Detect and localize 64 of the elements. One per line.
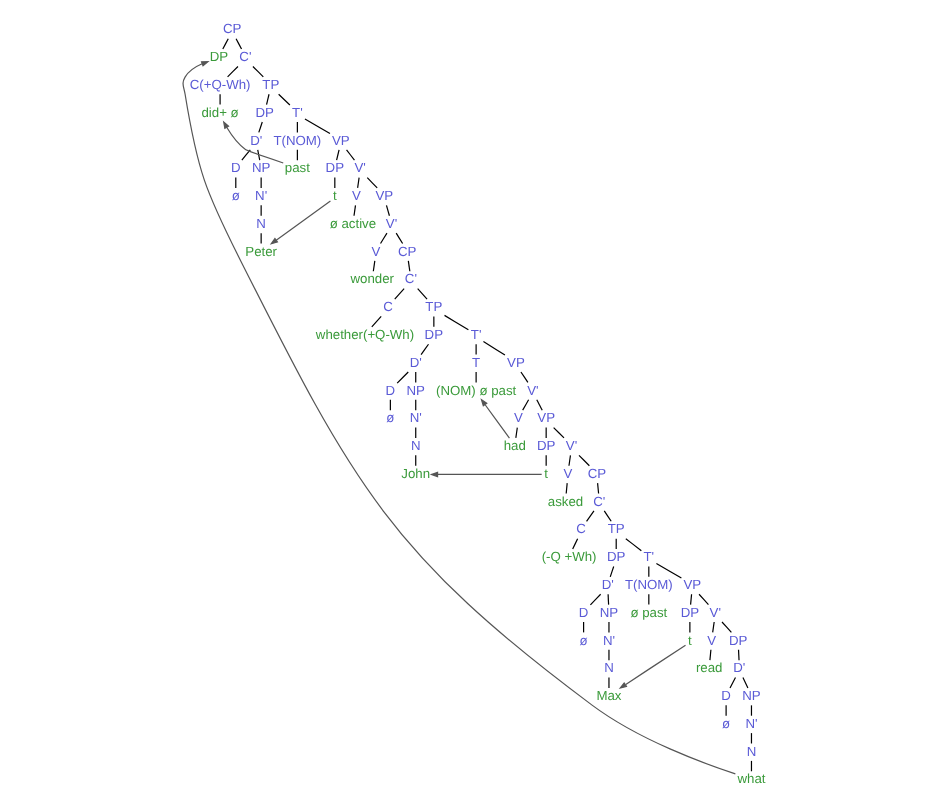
connector [481,340,505,356]
connector [335,149,339,161]
connector [564,482,567,495]
connector [352,204,356,217]
connector [442,314,468,331]
connector [571,538,578,550]
connector [708,649,711,661]
connector [521,399,529,411]
connector [720,621,731,633]
connector [259,176,261,189]
connector [596,482,599,495]
connector [474,371,476,383]
connector [728,676,736,689]
arrow [428,471,542,478]
connector [474,343,476,356]
connector [251,65,263,78]
connector [606,593,609,606]
connector [624,538,641,552]
connector [697,593,709,606]
connector [519,371,528,383]
connector [234,38,242,50]
connector [688,621,690,633]
connector [259,204,261,217]
connector [303,118,330,135]
connector [370,315,381,328]
connector [535,399,542,411]
connector [384,204,390,217]
connector [365,176,377,189]
connector [378,232,387,245]
connector [736,649,739,661]
connector [259,232,261,245]
connector [741,676,748,689]
connector [588,593,601,606]
connector [371,260,375,272]
connector [221,38,228,50]
connector [567,454,571,467]
connector [724,704,726,717]
connector [711,621,714,633]
arrow [268,200,331,245]
connector [394,232,403,245]
arrow [221,120,283,164]
connector [514,426,517,439]
connector [584,510,594,522]
arrow [181,61,735,775]
connector [608,565,614,578]
connector [264,93,269,106]
connector [577,454,589,467]
connector [419,343,429,356]
connector [654,562,681,579]
connector [689,593,692,606]
connector [393,288,404,300]
connector [344,149,355,161]
connector [240,149,250,161]
connector [256,149,260,161]
connector [257,121,262,133]
connector [218,93,220,106]
connector [395,371,408,384]
connector [277,93,290,106]
connector [226,65,238,78]
connector [416,288,427,300]
connector [406,260,410,272]
arrow [617,644,686,690]
connector [356,176,359,189]
arrow [479,398,510,439]
